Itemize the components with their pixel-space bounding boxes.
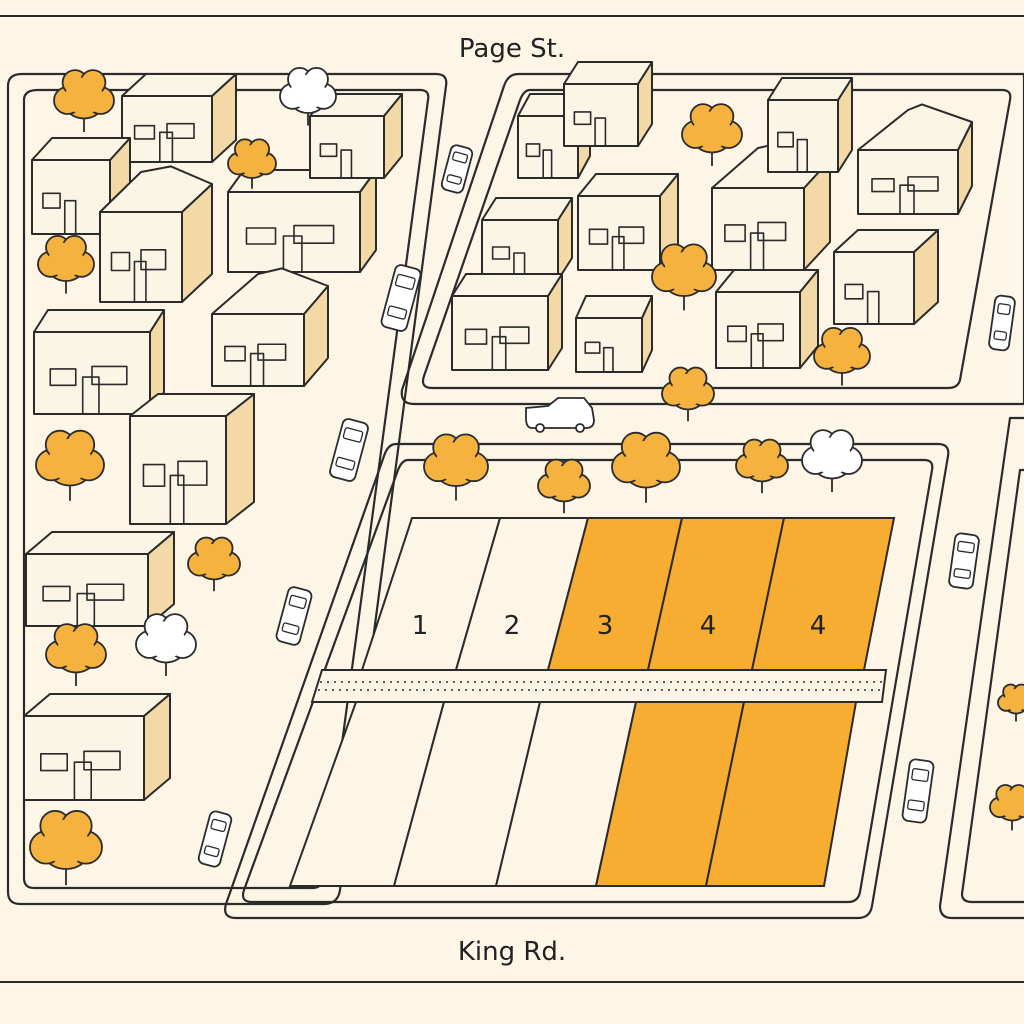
house	[767, 77, 853, 173]
lot-label: 2	[504, 611, 521, 641]
house	[211, 267, 329, 387]
tree	[813, 326, 871, 386]
tree	[537, 458, 591, 514]
lot-label: 1	[412, 611, 429, 641]
house	[577, 173, 679, 271]
house	[715, 269, 819, 369]
tree	[45, 623, 107, 686]
lot-label: 3	[597, 611, 614, 641]
car	[380, 264, 422, 332]
house	[129, 393, 255, 525]
car	[525, 397, 595, 433]
block-southeast	[224, 442, 950, 920]
car	[440, 144, 474, 194]
house	[23, 693, 171, 801]
house	[121, 73, 237, 163]
block-east-edge	[938, 416, 1024, 920]
lot-label: 4	[700, 611, 717, 641]
tree	[989, 784, 1024, 831]
car	[901, 758, 935, 824]
house	[227, 169, 377, 273]
car	[948, 532, 980, 590]
tree	[35, 429, 105, 501]
tree	[279, 66, 337, 126]
tree	[611, 431, 681, 503]
house	[99, 165, 213, 303]
tree	[423, 433, 489, 501]
tree	[29, 810, 103, 886]
car	[275, 586, 313, 646]
alley	[310, 669, 888, 703]
house	[575, 295, 653, 373]
block-west	[6, 72, 448, 906]
car	[197, 810, 233, 868]
house	[563, 61, 653, 147]
house	[309, 93, 403, 179]
tree	[135, 613, 197, 676]
car	[988, 294, 1016, 352]
house	[833, 229, 939, 325]
house	[31, 137, 131, 235]
house	[25, 531, 175, 627]
tree	[651, 243, 717, 311]
lot-label: 4	[810, 611, 827, 641]
tree	[801, 429, 863, 492]
block-northeast	[400, 72, 1024, 406]
house	[481, 197, 573, 281]
tree	[37, 234, 95, 294]
street-label-north: Page St.	[459, 34, 565, 64]
cars-group	[197, 144, 1016, 868]
lot-4b-lower[interactable]	[704, 701, 858, 887]
house	[857, 103, 973, 215]
tree	[997, 683, 1024, 722]
street-label-south: King Rd.	[458, 937, 566, 967]
tree	[661, 366, 715, 422]
houses-group	[23, 61, 973, 801]
house	[451, 273, 563, 371]
tree	[53, 69, 115, 132]
lots-group	[288, 517, 896, 887]
tree	[681, 103, 743, 166]
tree	[187, 536, 241, 592]
house	[33, 309, 165, 415]
trees-group	[29, 66, 1024, 886]
car	[329, 418, 369, 482]
tree	[227, 138, 277, 189]
tree	[735, 438, 789, 494]
